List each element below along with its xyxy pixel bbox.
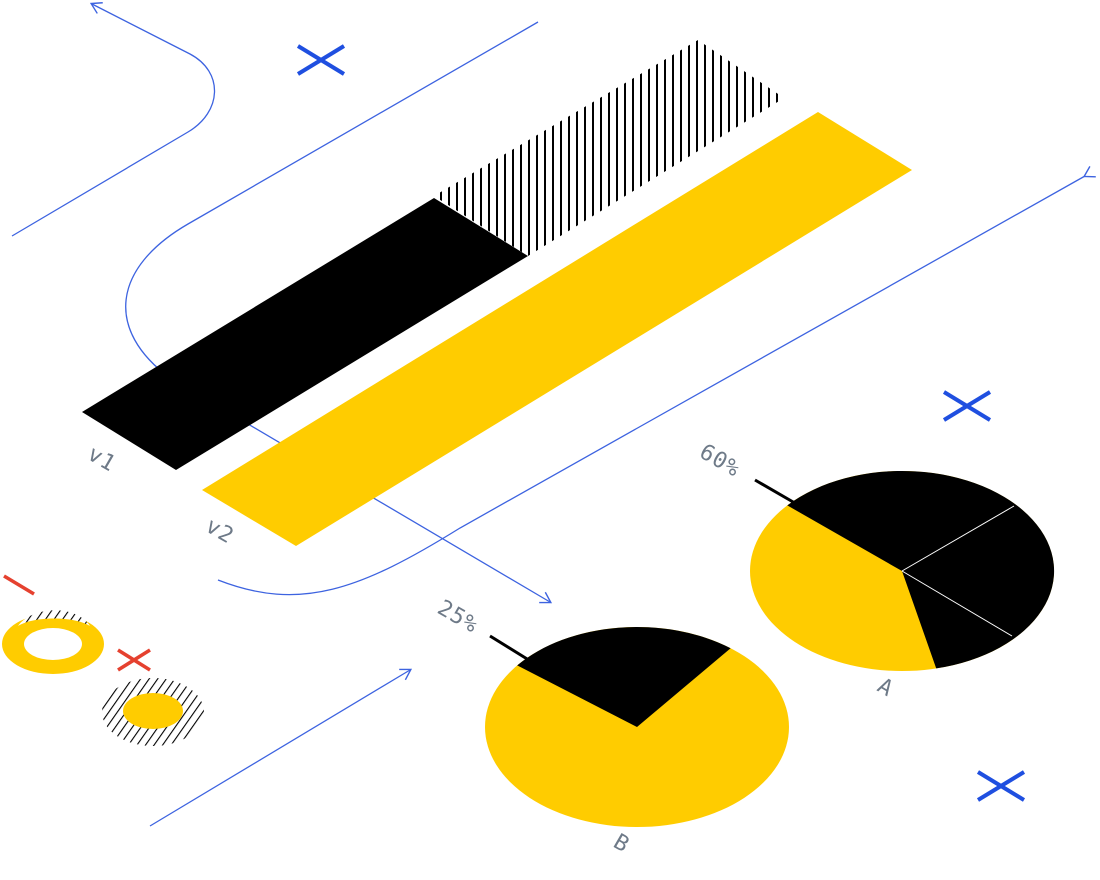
- pie-a: 60% A: [695, 440, 1055, 703]
- pie-a-divider-2: [901, 570, 1013, 637]
- cross-mark-icon: [942, 390, 992, 422]
- bar-v2-label: v2: [201, 514, 238, 550]
- cross-mark-icon: [117, 648, 151, 672]
- pie-b-label: B: [609, 830, 634, 859]
- pie-a-callout-label: 60%: [695, 440, 745, 483]
- bar-v2-fill: [202, 112, 912, 546]
- pie-a-share-slice: [787, 470, 1055, 669]
- bar-v1-label: v1: [83, 442, 120, 478]
- pie-b-callout-line: [489, 634, 533, 664]
- pie-a-divider-1: [901, 505, 1015, 572]
- decorations: [2, 44, 1026, 802]
- dash-mark-icon: [3, 574, 35, 596]
- pie-b: 25% B: [433, 596, 789, 859]
- hatched-circle-core: [123, 693, 183, 729]
- pie-b-callout-label: 25%: [433, 596, 483, 639]
- bar-v1-fill: [82, 198, 528, 470]
- ring-hatch-overlay: [18, 610, 90, 626]
- bar-v1-hatched-remainder: [434, 40, 784, 256]
- guide-curve-right: [217, 166, 1096, 596]
- ring-icon: [2, 614, 104, 674]
- guide-lines: [11, 2, 1096, 827]
- cross-mark-icon: [976, 770, 1026, 802]
- guide-curve-center: [125, 21, 553, 604]
- pie-a-label: A: [873, 674, 898, 703]
- guide-curve-top-left: [11, 2, 216, 237]
- cross-mark-icon: [296, 44, 346, 76]
- guide-arrow-bottom-left: [149, 668, 413, 827]
- pie-a-callout-line: [754, 478, 801, 508]
- pie-b-share-slice: [517, 626, 731, 727]
